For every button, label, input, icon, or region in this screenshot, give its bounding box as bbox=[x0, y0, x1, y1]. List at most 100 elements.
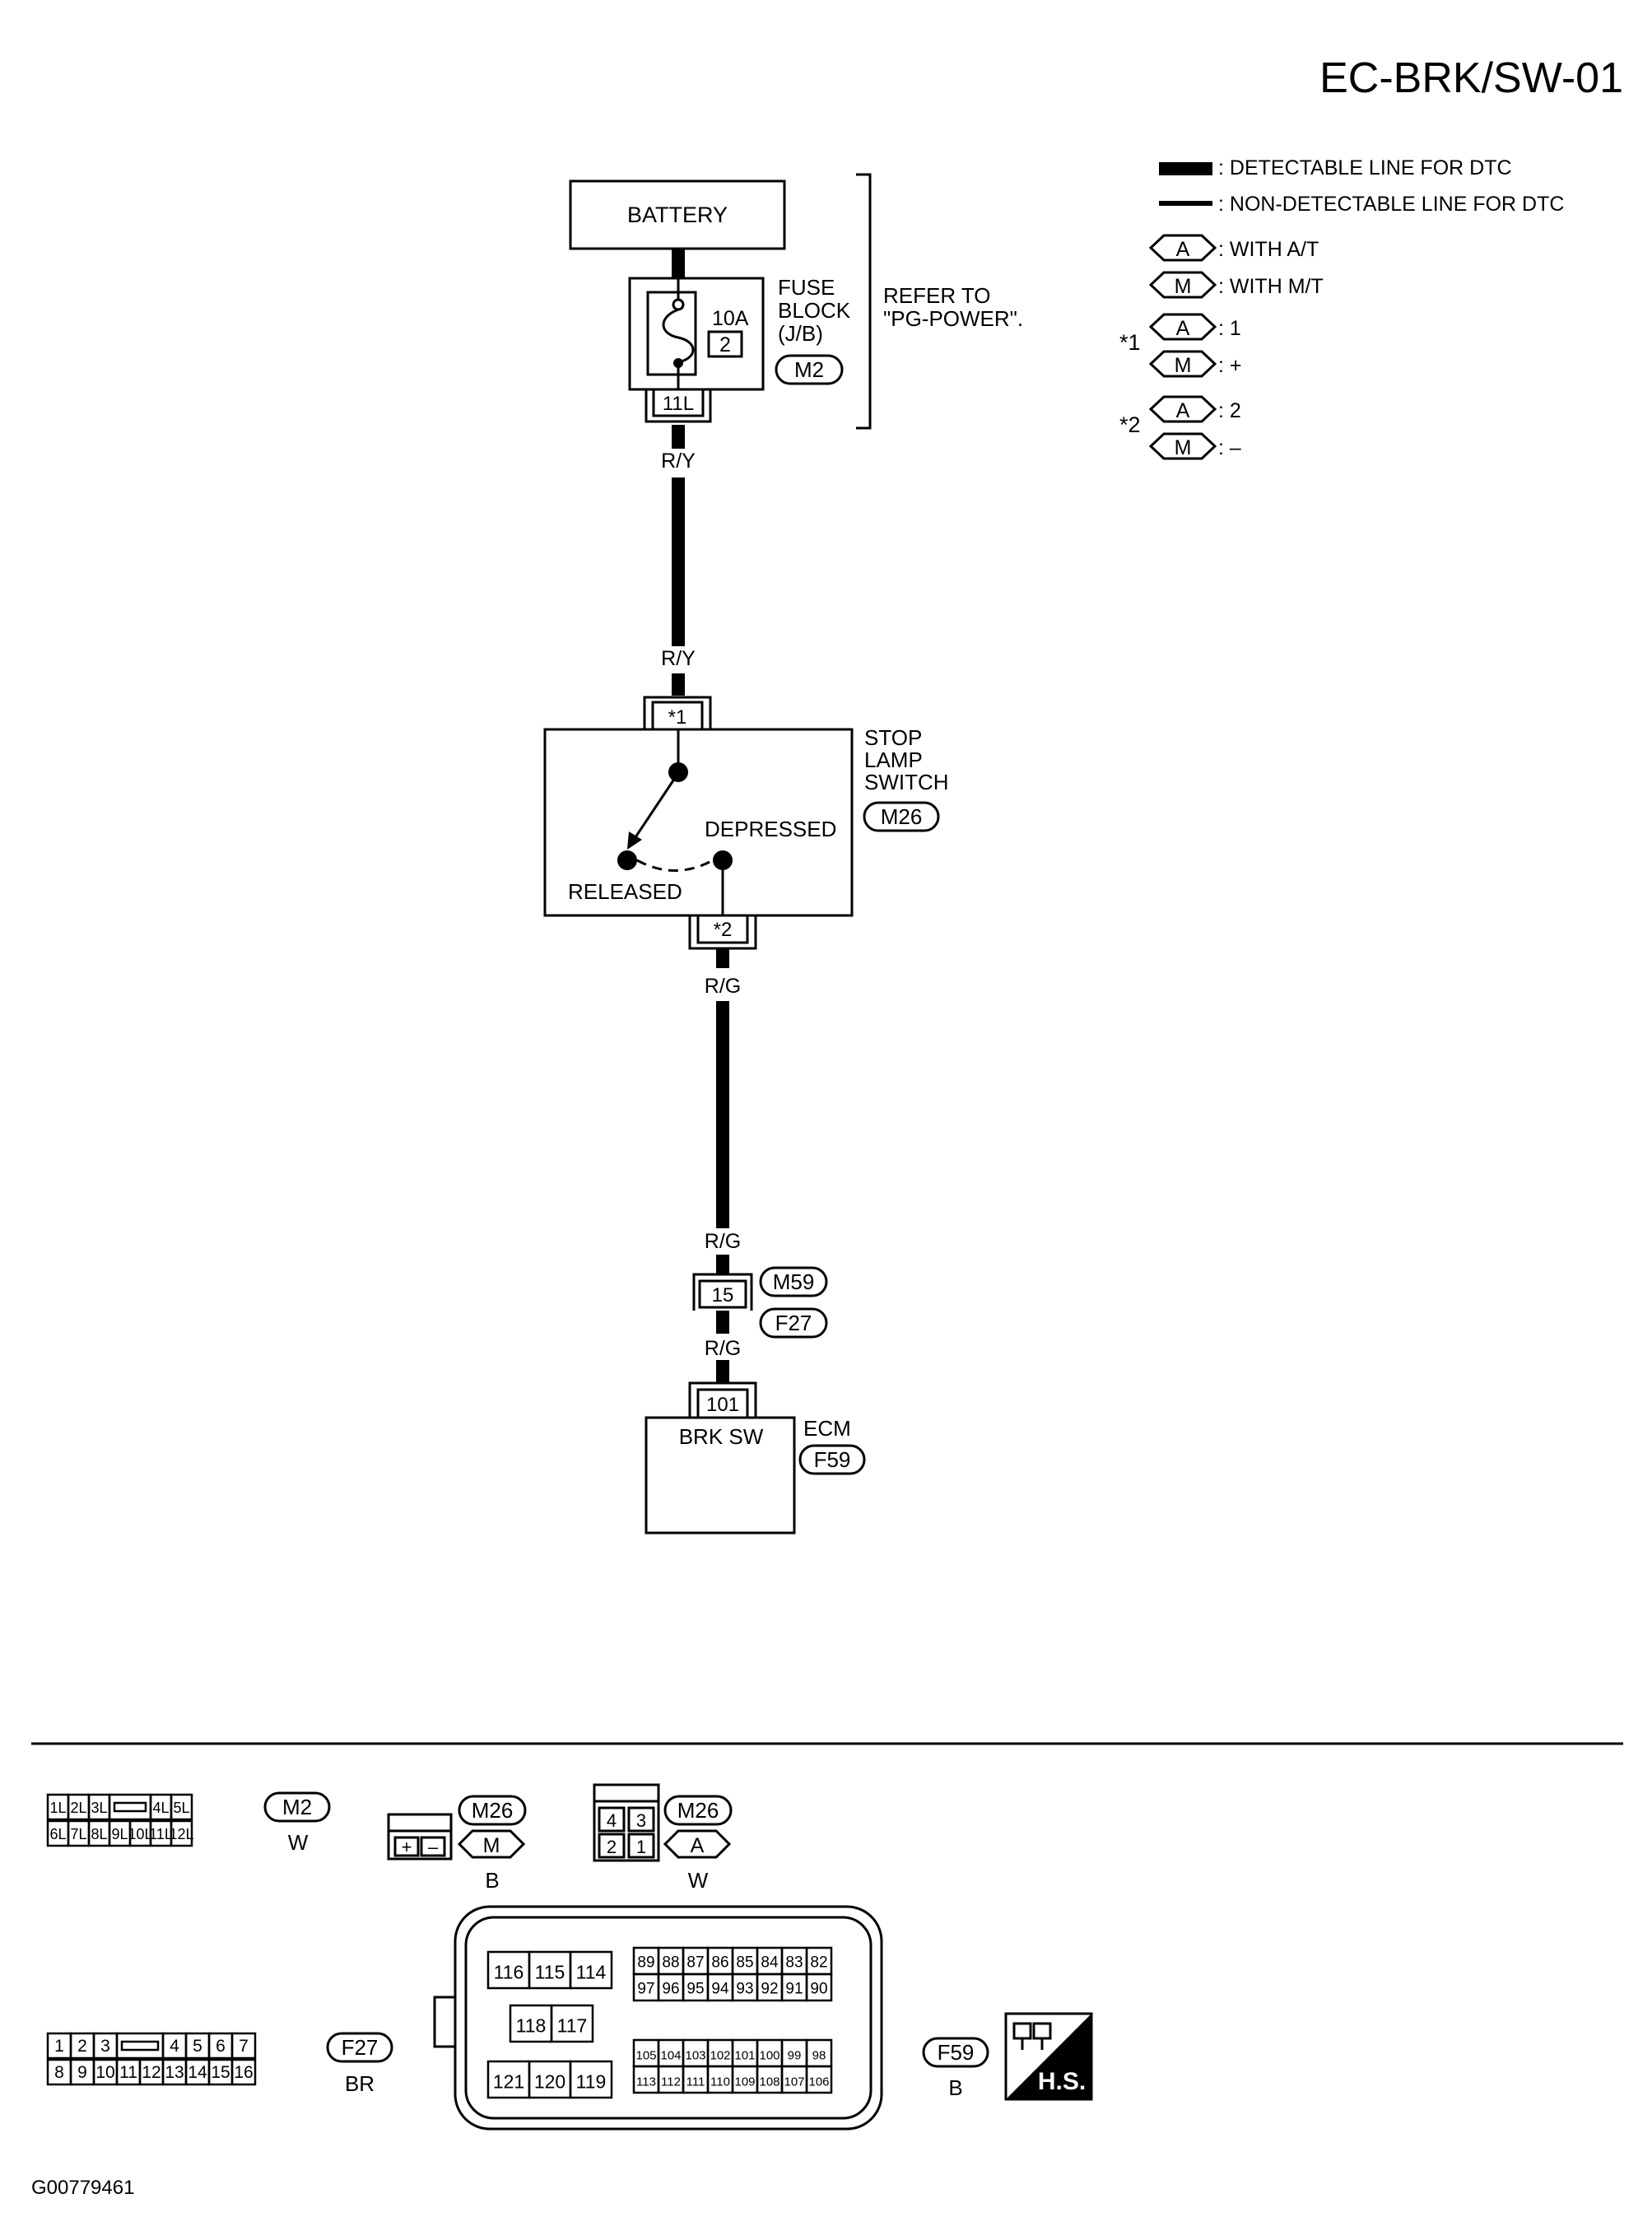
m2-pin-cell bbox=[108, 1793, 152, 1821]
f27-pin-label: 8 bbox=[54, 2063, 64, 2082]
f27-pin-blank-slot bbox=[120, 2040, 160, 2052]
m26-at-pin-4-label: 4 bbox=[607, 1810, 617, 1831]
ecm: 101 BRK SW ECM F59 bbox=[645, 1381, 866, 1535]
hs-badge-fill bbox=[1006, 2014, 1091, 2099]
ecm-label: ECM bbox=[803, 1416, 851, 1441]
f59-pin-label: 102 bbox=[710, 2049, 730, 2063]
hs-badge-label: H.S. bbox=[1038, 2068, 1086, 2095]
ecm-box bbox=[645, 1416, 796, 1535]
m26-mt-pin-1-label: + bbox=[402, 1837, 412, 1857]
f59-pin-label: 97 bbox=[637, 1981, 654, 1998]
fuse-label-line2: BLOCK bbox=[778, 298, 851, 323]
detectable-wires bbox=[672, 249, 729, 1383]
f27-pin-cell bbox=[230, 2032, 257, 2060]
f59-pin-label: 119 bbox=[576, 2071, 607, 2093]
f59-pin-cell bbox=[550, 2004, 594, 2043]
f27-pin-label: 11 bbox=[119, 2063, 137, 2082]
m26-at-pin-2-label: 2 bbox=[607, 1837, 617, 1857]
f59-pin-label: 91 bbox=[785, 1981, 803, 1998]
m2-pin-label: 10L bbox=[128, 1826, 152, 1842]
legend-star2-a-text: : 2 bbox=[1218, 399, 1241, 422]
f59-pin-label: 87 bbox=[686, 1954, 704, 1972]
m26-at-housing bbox=[593, 1783, 660, 1862]
f59-pin-label: 90 bbox=[810, 1981, 827, 1998]
battery-box bbox=[569, 179, 786, 250]
fuse-terminal-box bbox=[652, 388, 705, 417]
fuse-terminal: 11L bbox=[663, 393, 694, 415]
wire-label-ry-top: R/Y bbox=[661, 449, 696, 473]
ecm-terminal: 101 bbox=[706, 1394, 739, 1416]
f59-pin-cell bbox=[805, 1972, 833, 2002]
connector-m26-mt-face: + – bbox=[387, 1813, 453, 1861]
refer-bracket bbox=[856, 173, 872, 430]
f59-pin-label: 104 bbox=[660, 2049, 681, 2063]
legend-star1-m-tag: M bbox=[1175, 354, 1192, 377]
m26-mt-pin-2-label: – bbox=[428, 1837, 439, 1857]
f59-pin-label: 100 bbox=[759, 2049, 779, 2063]
battery-label: BATTERY bbox=[627, 203, 728, 227]
f27-id: F27 bbox=[342, 2035, 379, 2060]
fuse-number-box bbox=[707, 330, 743, 358]
legend-detectable-text: : DETECTABLE LINE FOR DTC bbox=[1218, 156, 1512, 179]
m2-pin-label: 6L bbox=[49, 1826, 66, 1842]
f59-pin-label: 103 bbox=[685, 2049, 705, 2063]
f59-pin-label: 101 bbox=[734, 2049, 755, 2063]
f59-id: F59 bbox=[938, 2040, 975, 2065]
m2-pin-label: 5L bbox=[173, 1800, 189, 1816]
f59-pin-cell bbox=[805, 2065, 833, 2094]
f27-pin-label: 7 bbox=[239, 2037, 249, 2056]
joint-top-bracket bbox=[692, 1273, 753, 1311]
wire-label-rg-mid: R/G bbox=[705, 1230, 741, 1253]
m26-at-pin-1-label: 1 bbox=[636, 1837, 646, 1857]
f59-pin-label: 94 bbox=[711, 1981, 729, 1998]
f59-pin-label: 84 bbox=[761, 1954, 779, 1972]
legend-at-text: : WITH A/T bbox=[1218, 238, 1319, 261]
switch-arm-arrow bbox=[627, 831, 642, 850]
legend-star1-a-hex bbox=[1148, 313, 1217, 341]
f59-pin-label: 93 bbox=[736, 1981, 753, 1998]
legend-mt-hex bbox=[1148, 271, 1217, 299]
m26-at-id: M26 bbox=[677, 1798, 719, 1823]
switch-released: RELEASED bbox=[568, 879, 682, 904]
f59-pin-label: 85 bbox=[736, 1954, 753, 1972]
legend-star1-m-text: : + bbox=[1218, 354, 1242, 377]
fuse-rating: 10A bbox=[712, 307, 749, 330]
f59-pin-label: 95 bbox=[686, 1981, 704, 1998]
m26-at-pin-2 bbox=[598, 1833, 626, 1859]
m2-pin-cell bbox=[170, 1819, 193, 1847]
f59-pin-label: 86 bbox=[711, 1954, 728, 1972]
switch-top-terminal: *1 bbox=[668, 706, 687, 729]
joint-connector: 15 M59 F27 bbox=[692, 1266, 828, 1339]
f59-pin-label: 109 bbox=[734, 2075, 755, 2089]
m2-pin-label: 12L bbox=[169, 1826, 193, 1842]
m2-pin-label: 4L bbox=[152, 1800, 169, 1816]
joint-connector-bottom-badge bbox=[759, 1307, 828, 1339]
wire-label-ry-bottom: R/Y bbox=[661, 647, 696, 670]
f27-pin-label: 4 bbox=[170, 2037, 179, 2056]
switch-bottom-terminal-box bbox=[696, 914, 749, 944]
legend-star2-m-tag: M bbox=[1175, 436, 1192, 459]
stop-lamp-switch: *1 RELEASED DEPRESSED STOP LAMP SWITCH M… bbox=[543, 696, 949, 950]
f59-pin-label: 116 bbox=[494, 1962, 524, 1983]
m2-pin-cell bbox=[170, 1793, 193, 1821]
ecm-connector-badge bbox=[798, 1444, 866, 1475]
f27-pin-label: 5 bbox=[193, 2037, 202, 2056]
m26-at-tag: A bbox=[691, 1834, 705, 1857]
m26-mt-housing bbox=[387, 1813, 453, 1861]
m26-mt-id-badge bbox=[458, 1795, 527, 1826]
f59-pin-label: 83 bbox=[785, 1954, 803, 1972]
fuse-number: 2 bbox=[719, 333, 731, 356]
legend-star1-a-text: : 1 bbox=[1218, 317, 1241, 340]
switch-released-contact bbox=[617, 850, 637, 870]
f59-pin-label: 111 bbox=[686, 2075, 705, 2089]
f59-color: B bbox=[948, 2075, 962, 2100]
fuse-node-top bbox=[672, 298, 685, 311]
switch-label-line1: STOP bbox=[864, 725, 922, 750]
f59-pin-label: 121 bbox=[493, 2071, 524, 2093]
f59-pin-label: 108 bbox=[759, 2075, 779, 2089]
legend-star2-a-tag: A bbox=[1176, 399, 1190, 422]
page-title: EC-BRK/SW-01 bbox=[1319, 54, 1623, 102]
ecm-pin-label: BRK SW bbox=[679, 1424, 764, 1449]
joint-terminal-box bbox=[698, 1279, 747, 1309]
